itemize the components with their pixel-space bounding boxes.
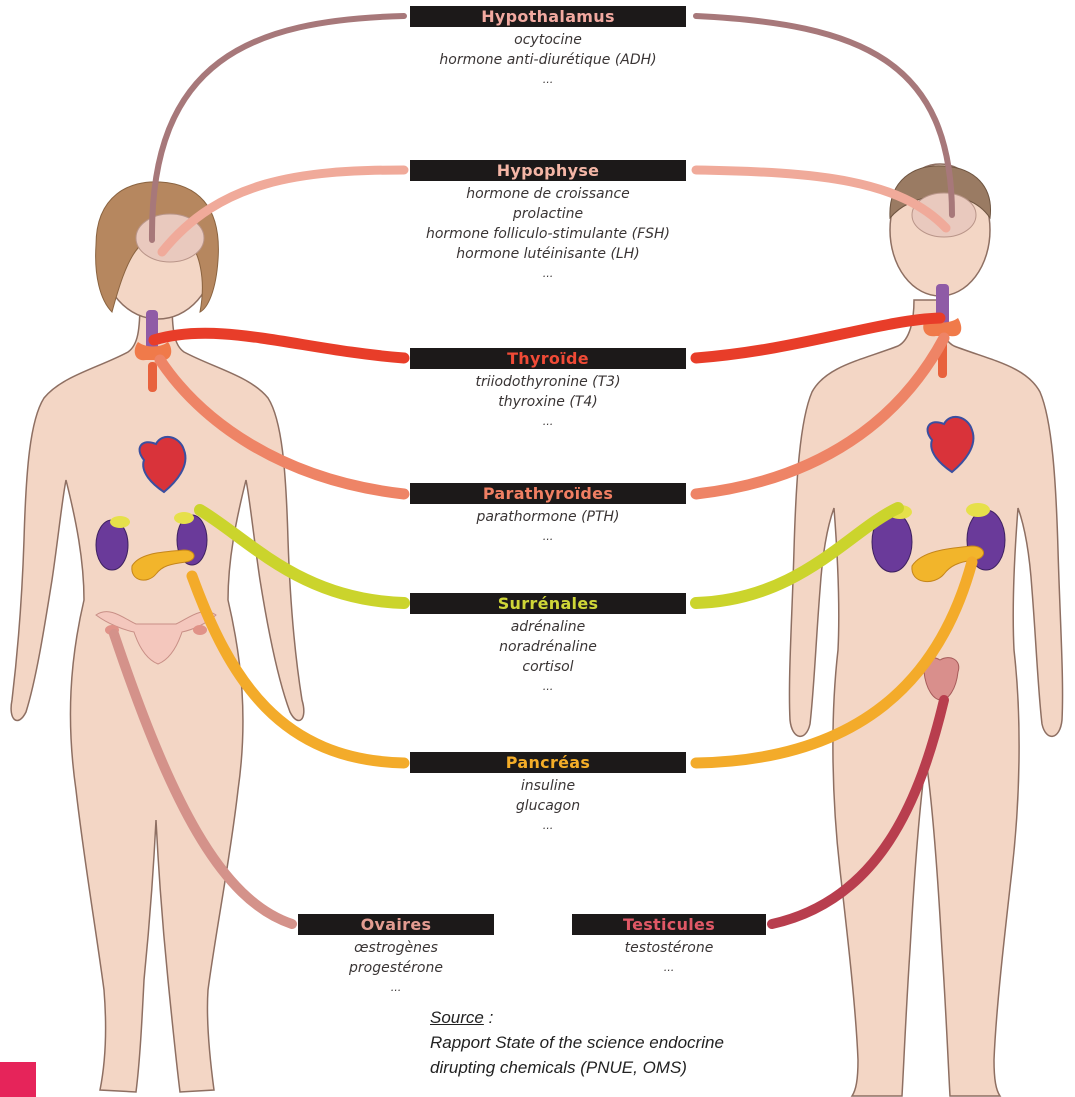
hormone-item: œstrogènes [298, 938, 494, 958]
hormone-item: ocytocine [410, 30, 686, 50]
hormone-item: cortisol [410, 657, 686, 677]
connector-thyroide-left [154, 333, 404, 358]
source-citation: Source : Rapport State of the science en… [430, 1005, 850, 1080]
hormone-item-more: ... [572, 958, 766, 978]
hormone-item-more: ... [410, 677, 686, 697]
hormone-item: thyroxine (T4) [410, 392, 686, 412]
male-adrenal-right [966, 503, 990, 517]
gland-title: Thyroïde [410, 348, 686, 369]
hormone-item: hormone folliculo-stimulante (FSH) [410, 224, 686, 244]
gland-title: Testicules [572, 914, 766, 935]
hormone-item: glucagon [410, 796, 686, 816]
hormone-list: parathormone (PTH) ... [410, 507, 686, 547]
female-adrenal-left [110, 516, 130, 528]
gland-hypothalamus: Hypothalamus ocytocine hormone anti-diur… [410, 6, 686, 90]
hormone-item: triiodothyronine (T3) [410, 372, 686, 392]
gland-parathyroides: Parathyroïdes parathormone (PTH) ... [410, 483, 686, 547]
hormone-item-more: ... [298, 978, 494, 998]
hormone-item: insuline [410, 776, 686, 796]
gland-title: Surrénales [410, 593, 686, 614]
male-body [789, 300, 1062, 1096]
hormone-item: testostérone [572, 938, 766, 958]
female-esophagus [148, 362, 157, 392]
hormone-list: insuline glucagon ... [410, 776, 686, 836]
corner-brand-mark [0, 1062, 36, 1097]
hormone-list: ocytocine hormone anti-diurétique (ADH) … [410, 30, 686, 90]
gland-title: Hypothalamus [410, 6, 686, 27]
hormone-item: hormone de croissance [410, 184, 686, 204]
female-ovary-right [193, 625, 207, 635]
hormone-list: œstrogènes progestérone ... [298, 938, 494, 998]
gland-title: Pancréas [410, 752, 686, 773]
hormone-list: hormone de croissance prolactine hormone… [410, 184, 686, 284]
hormone-item: parathormone (PTH) [410, 507, 686, 527]
gland-pancreas: Pancréas insuline glucagon ... [410, 752, 686, 836]
gland-ovaires: Ovaires œstrogènes progestérone ... [298, 914, 494, 998]
gland-thyroide: Thyroïde triiodothyronine (T3) thyroxine… [410, 348, 686, 432]
female-adrenal-right [174, 512, 194, 524]
hormone-list: adrénaline noradrénaline cortisol ... [410, 617, 686, 697]
hormone-item: adrénaline [410, 617, 686, 637]
gland-title: Parathyroïdes [410, 483, 686, 504]
source-label-suffix: : [484, 1008, 493, 1027]
hormone-item-more: ... [410, 527, 686, 547]
hormone-item: noradrénaline [410, 637, 686, 657]
gland-testicules: Testicules testostérone ... [572, 914, 766, 978]
gland-surrenales: Surrénales adrénaline noradrénaline cort… [410, 593, 686, 697]
gland-title: Ovaires [298, 914, 494, 935]
female-figure [11, 182, 304, 1092]
source-heading: Source : [430, 1005, 850, 1030]
hormone-list: triiodothyronine (T3) thyroxine (T4) ... [410, 372, 686, 432]
hormone-item-more: ... [410, 70, 686, 90]
male-figure [789, 164, 1062, 1096]
gland-hypophyse: Hypophyse hormone de croissance prolacti… [410, 160, 686, 284]
hormone-item-more: ... [410, 412, 686, 432]
hormone-item: hormone anti-diurétique (ADH) [410, 50, 686, 70]
source-line-2: dirupting chemicals (PNUE, OMS) [430, 1055, 850, 1080]
hormone-item-more: ... [410, 264, 686, 284]
gland-title: Hypophyse [410, 160, 686, 181]
hormone-item: prolactine [410, 204, 686, 224]
source-label: Source [430, 1008, 484, 1027]
hormone-item: hormone lutéinisante (LH) [410, 244, 686, 264]
hormone-item-more: ... [410, 816, 686, 836]
hormone-item: progestérone [298, 958, 494, 978]
hormone-list: testostérone ... [572, 938, 766, 978]
source-line-1: Rapport State of the science endocrine [430, 1030, 850, 1055]
